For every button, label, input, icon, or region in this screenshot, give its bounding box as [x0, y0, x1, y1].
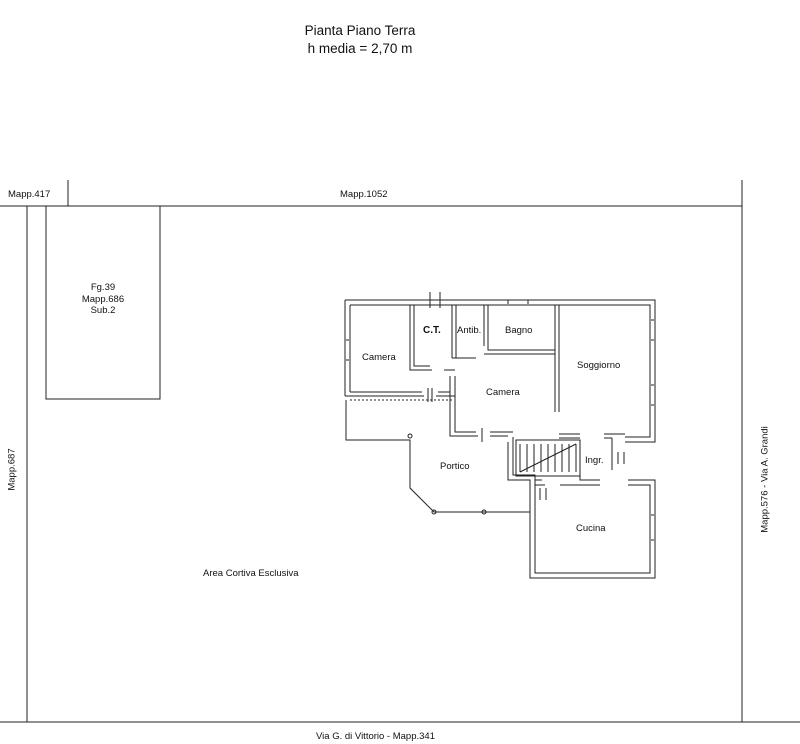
room-ct: C.T. [423, 325, 441, 336]
outbuilding-line2: Mapp.686 [81, 293, 125, 305]
room-camera-1: Camera [362, 352, 396, 363]
plan-title-line2: h media = 2,70 m [307, 41, 413, 56]
house-outer-wall [344, 299, 656, 579]
label-mapp-576: Mapp.576 - Via A. Grandi [759, 426, 771, 533]
outbuilding-label: Fg.39 Mapp.686 Sub.2 [60, 282, 146, 317]
label-area-cortiva: Area Cortiva Esclusiva [203, 568, 299, 579]
label-mapp-1052: Mapp.1052 [340, 189, 388, 200]
room-cucina: Cucina [576, 523, 606, 534]
plan-title-line1: Pianta Piano Terra [304, 23, 416, 38]
room-antib: Antib. [457, 325, 482, 336]
room-bagno: Bagno [505, 325, 533, 336]
plan-title: Pianta Piano Terra h media = 2,70 m [0, 22, 720, 58]
room-soggiorno: Soggiorno [577, 360, 621, 371]
room-ingr: Ingr. [585, 455, 604, 466]
label-mapp-687: Mapp.687 [6, 448, 18, 491]
label-via-di-vittorio: Via G. di Vittorio - Mapp.341 [316, 731, 435, 742]
outbuilding-line3: Sub.2 [90, 305, 116, 316]
room-camera-2: Camera [486, 387, 520, 398]
outbuilding-rect [45, 205, 161, 400]
label-mapp-417: Mapp.417 [8, 189, 51, 200]
room-portico: Portico [440, 461, 470, 472]
outbuilding-line1: Fg.39 [90, 282, 116, 293]
